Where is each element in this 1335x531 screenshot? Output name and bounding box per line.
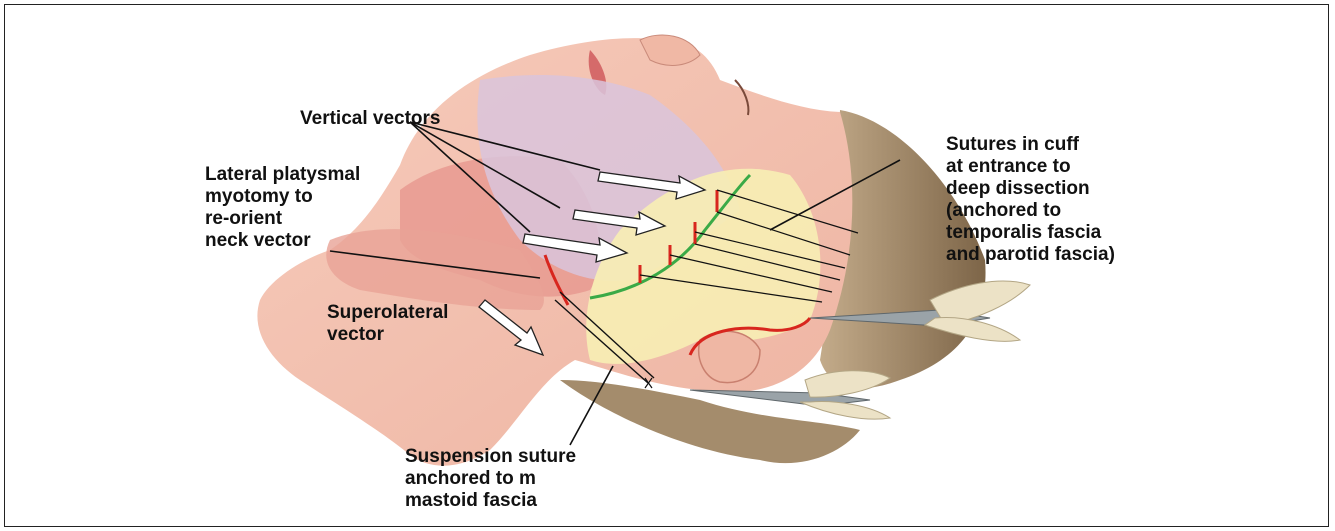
label-vertical-vectors: Vertical vectors: [300, 108, 440, 130]
label-suspension-suture: Suspension suture anchored to m mastoid …: [405, 446, 576, 512]
label-lateral-platysmal-myotomy: Lateral platysmal myotomy to re-orient n…: [205, 164, 360, 252]
label-sutures-in-cuff: Sutures in cuff at entrance to deep diss…: [946, 134, 1115, 266]
ear: [699, 331, 760, 382]
label-superolateral-vector: Superolateral vector: [327, 302, 448, 346]
